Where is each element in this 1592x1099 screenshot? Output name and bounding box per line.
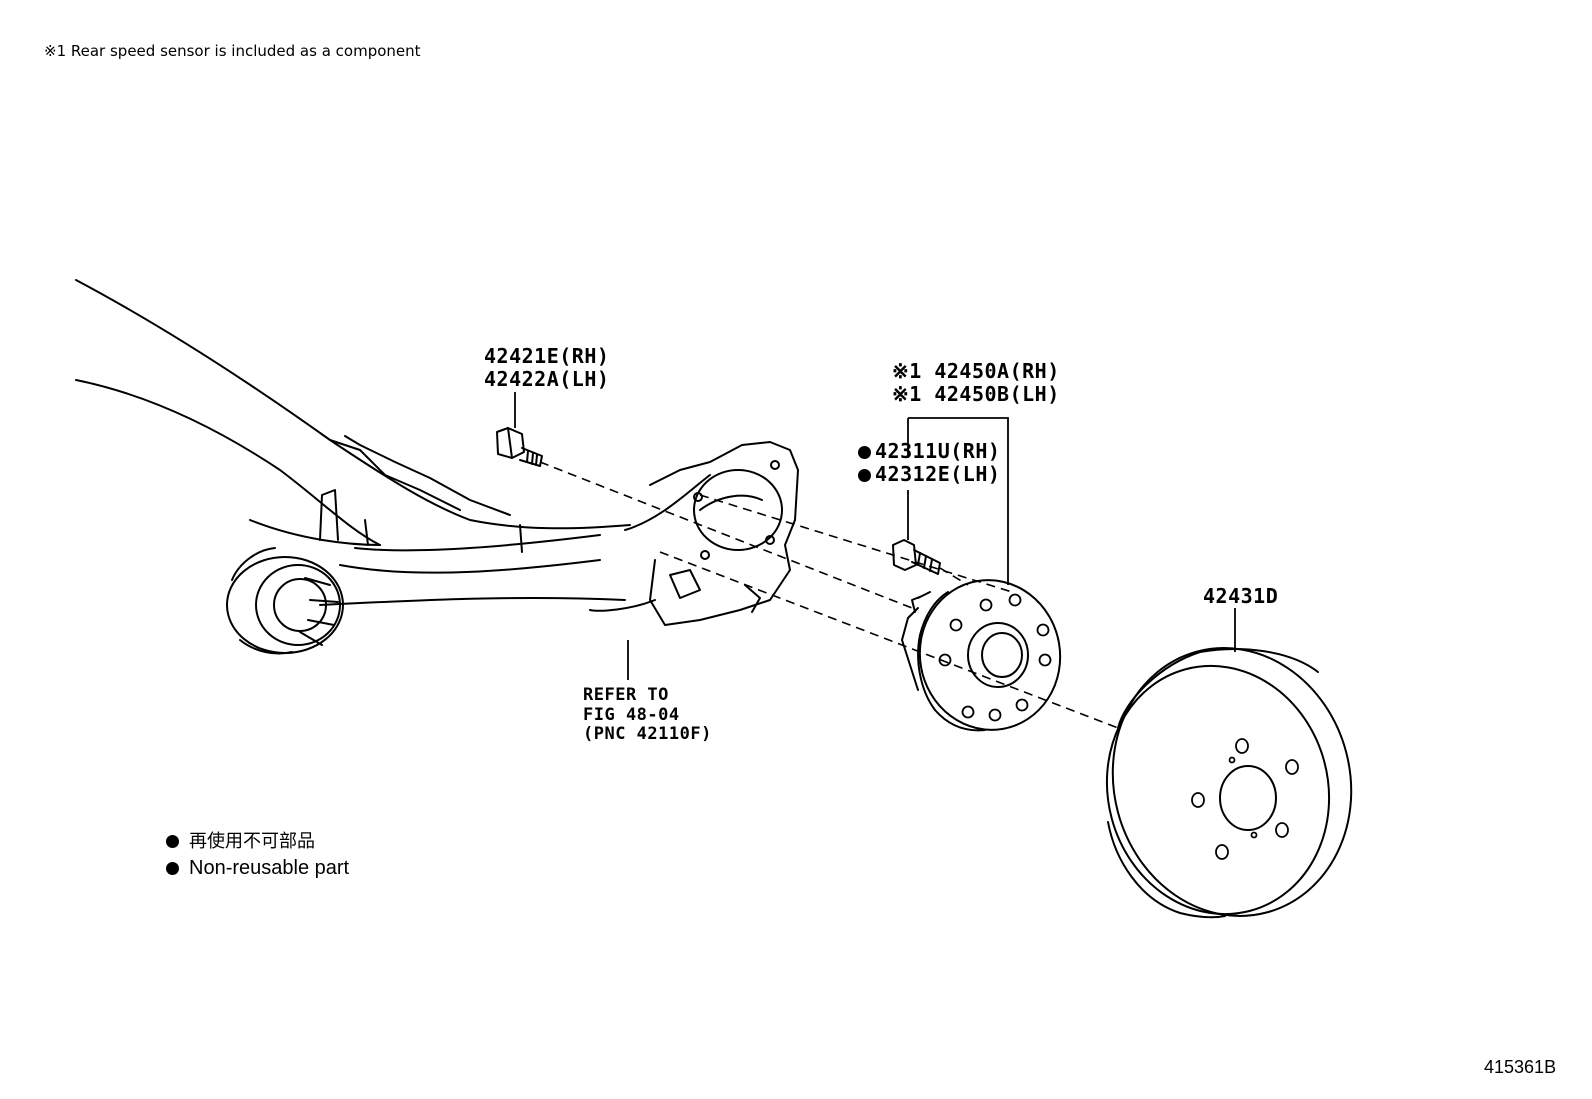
- callout-drum: 42431D: [1203, 584, 1279, 608]
- hub-bolt-drawing: [892, 539, 941, 575]
- callout-hub-lh: ※1 42450B(LH): [892, 382, 1060, 406]
- legend-jp: 再使用不可部品: [166, 832, 315, 850]
- callout-bolt-lh: 42422A(LH): [484, 367, 610, 391]
- flange-bolt-drawing: [496, 427, 543, 467]
- refer-line-2: FIG 48-04: [583, 704, 680, 725]
- callout-hub-rh: ※1 42450A(RH): [892, 359, 1060, 383]
- non-reusable-marker-icon: [858, 446, 871, 459]
- refer-line-1: REFER TO: [583, 685, 669, 705]
- axle-beam-drawing: [75, 279, 799, 655]
- legend-en: Non-reusable part: [166, 858, 349, 878]
- refer-note: REFER TO FIG 48-04 (PNC 42110F): [583, 685, 712, 745]
- brake-drum-drawing: [1105, 647, 1353, 919]
- callout-stud-rh: 42311U(RH): [858, 441, 1000, 461]
- assembly-guide-lines: [539, 461, 1119, 729]
- refer-line-3: (PNC 42110F): [583, 724, 712, 745]
- non-reusable-marker-icon: [166, 862, 179, 875]
- callout-bolt-rh: 42421E(RH): [484, 344, 610, 368]
- header-note: ※1 Rear speed sensor is included as a co…: [44, 42, 421, 60]
- leader-lines: [514, 392, 1236, 680]
- non-reusable-marker-icon: [166, 835, 179, 848]
- figure-id: 415361B: [1484, 1057, 1557, 1077]
- non-reusable-marker-icon: [858, 469, 871, 482]
- callout-stud-lh: 42312E(LH): [858, 464, 1000, 484]
